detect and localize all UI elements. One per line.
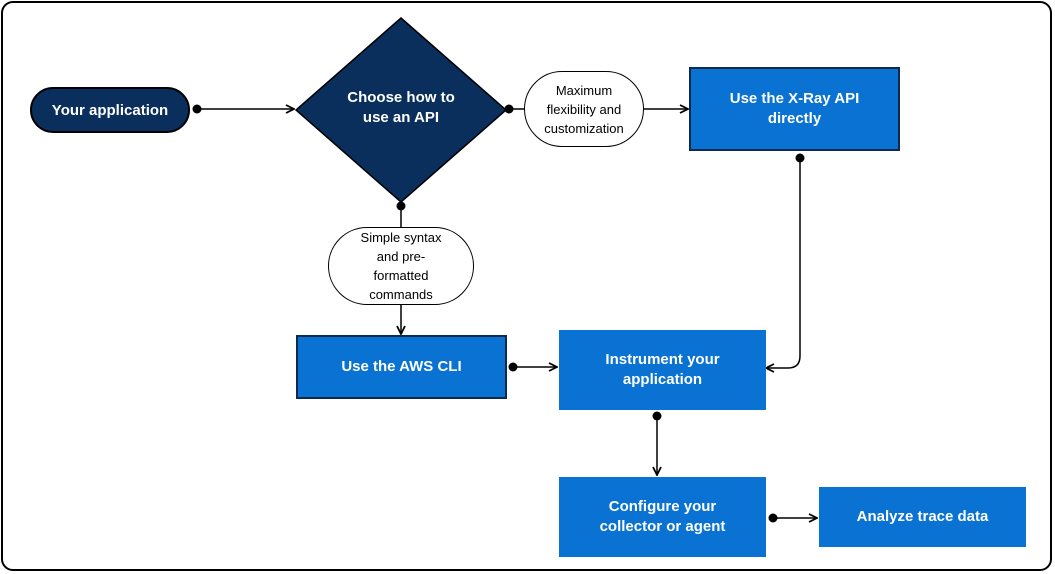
condition-max-flexibility: Maximum flexibility and customization [524, 71, 644, 147]
analyze-trace-data-box: Analyze trace data [819, 487, 1026, 547]
connector-dot [795, 153, 805, 163]
use-aws-cli-box: Use the AWS CLI [296, 335, 507, 399]
decision-label: Choose how to use an API [347, 89, 455, 126]
connector-dot [652, 411, 662, 421]
use-xray-api-box: Use the X-Ray API directly [689, 67, 900, 151]
start-your-application: Your application [30, 87, 190, 133]
start-label: Your application [51, 101, 169, 119]
connector-dot [192, 104, 202, 114]
connector-dot [396, 201, 406, 211]
instrument-application-box: Instrument your application [559, 330, 766, 410]
connector-dot [508, 362, 518, 372]
connector-dot [504, 104, 514, 114]
condition-simple-syntax: Simple syntax and pre- formatted command… [328, 227, 474, 305]
connector-xray-to-instrument [766, 158, 801, 368]
configure-collector-box: Configure your collector or agent [559, 477, 766, 557]
connector-dot [768, 513, 778, 523]
